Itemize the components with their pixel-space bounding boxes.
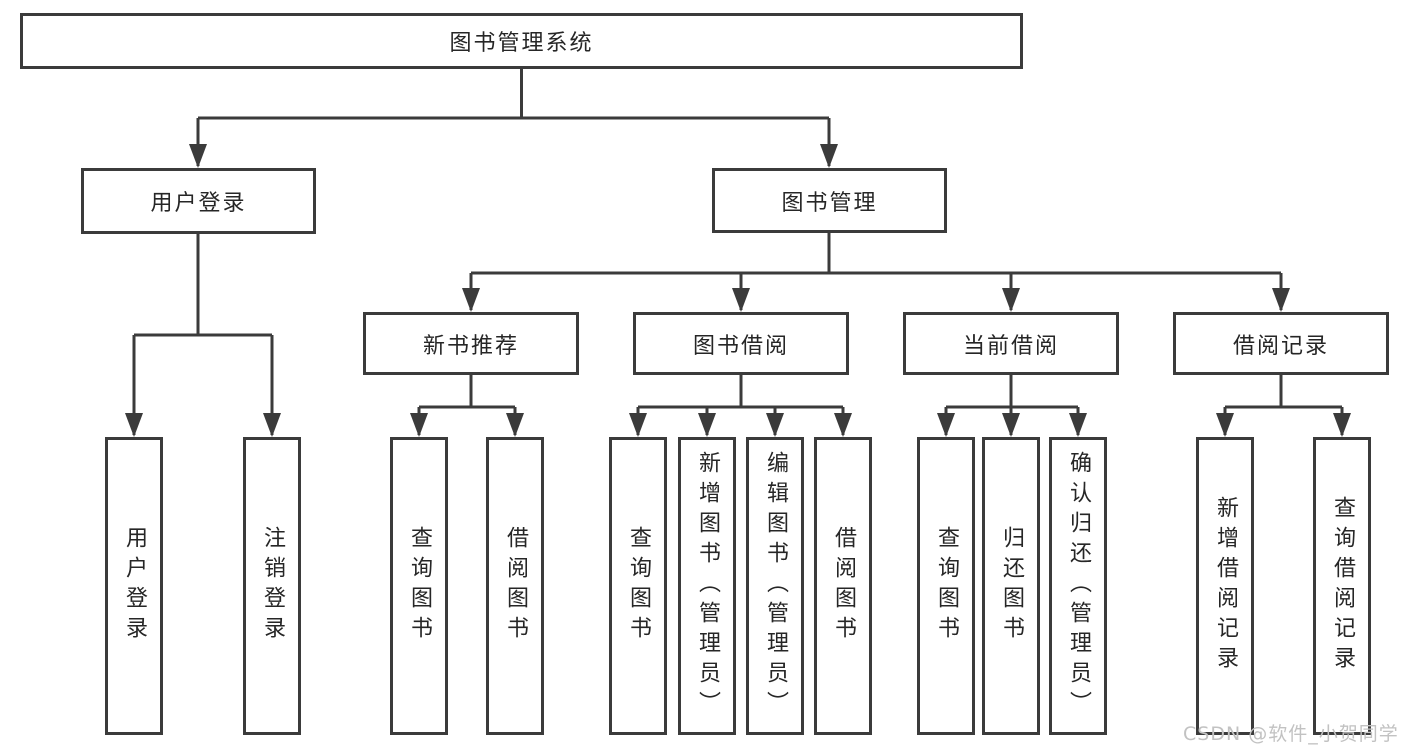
node-new-book-recommend-label: 新书推荐 — [422, 333, 519, 359]
leaf-user-login: 用户登录 — [105, 437, 163, 735]
node-user-login: 用户登录 — [81, 168, 316, 234]
leaf-newbooks-borrow-books: 借阅图书 — [486, 437, 544, 735]
leaf-borrowing-add-books-admin: 新增图书（管理员） — [678, 437, 736, 735]
leaf-current-confirm-return-admin: 确认归还（管理员） — [1049, 437, 1107, 735]
leaf-newbooks-query-books: 查询图书 — [390, 437, 448, 735]
leaf-records-add-record-label: 新增借阅记录 — [1213, 496, 1238, 676]
leaf-current-return-books: 归还图书 — [982, 437, 1040, 735]
leaf-logout: 注销登录 — [243, 437, 301, 735]
leaf-records-query-record-label: 查询借阅记录 — [1330, 496, 1355, 676]
node-root-system-label: 图书管理系统 — [449, 31, 594, 56]
leaf-records-query-record: 查询借阅记录 — [1313, 437, 1371, 735]
leaf-current-query-books: 查询图书 — [917, 437, 975, 735]
node-book-borrowing-label: 图书借阅 — [692, 333, 789, 359]
leaf-logout-label: 注销登录 — [260, 526, 285, 646]
node-current-borrowing-label: 当前借阅 — [962, 333, 1059, 359]
node-root-system: 图书管理系统 — [20, 13, 1023, 69]
leaf-current-confirm-return-admin-label: 确认归还（管理员） — [1066, 451, 1091, 721]
node-book-borrowing: 图书借阅 — [633, 312, 849, 375]
node-book-management-label: 图书管理 — [781, 190, 878, 216]
node-book-management: 图书管理 — [712, 168, 947, 233]
node-user-login-label: 用户登录 — [150, 191, 247, 216]
leaf-borrowing-add-books-admin-label: 新增图书（管理员） — [695, 451, 720, 721]
leaf-borrowing-borrow-books-label: 借阅图书 — [831, 526, 856, 646]
leaf-borrowing-query-books-label: 查询图书 — [626, 526, 651, 646]
node-current-borrowing: 当前借阅 — [903, 312, 1119, 375]
leaf-current-query-books-label: 查询图书 — [934, 526, 959, 646]
node-borrowing-records: 借阅记录 — [1173, 312, 1389, 375]
leaf-current-return-books-label: 归还图书 — [999, 526, 1024, 646]
node-borrowing-records-label: 借阅记录 — [1232, 333, 1329, 359]
leaf-borrowing-borrow-books: 借阅图书 — [814, 437, 872, 735]
leaf-newbooks-query-books-label: 查询图书 — [407, 526, 432, 646]
leaf-newbooks-borrow-books-label: 借阅图书 — [503, 526, 528, 646]
leaf-user-login-label: 用户登录 — [122, 526, 147, 646]
leaf-borrowing-edit-books-admin-label: 编辑图书（管理员） — [763, 451, 788, 721]
node-new-book-recommend: 新书推荐 — [363, 312, 579, 375]
leaf-borrowing-edit-books-admin: 编辑图书（管理员） — [746, 437, 804, 735]
leaf-borrowing-query-books: 查询图书 — [609, 437, 667, 735]
leaf-records-add-record: 新增借阅记录 — [1196, 437, 1254, 735]
csdn-watermark: CSDN @软件_小贺同学 — [1183, 723, 1399, 745]
